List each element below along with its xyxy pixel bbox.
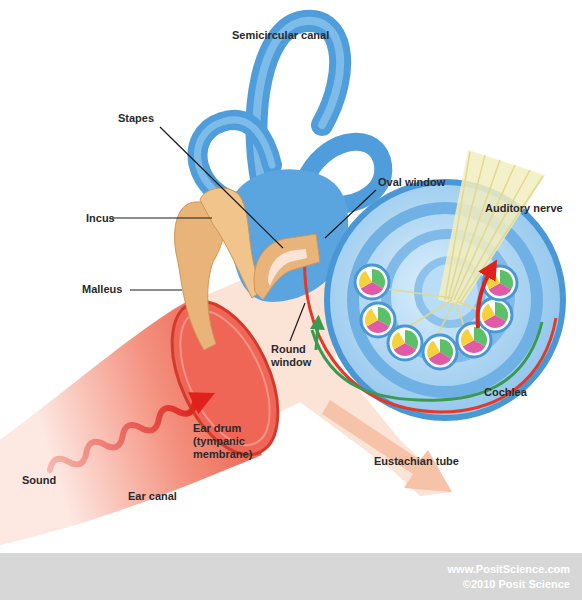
nerve-fibre	[448, 155, 485, 300]
leader-line	[325, 190, 376, 238]
nerve-fibre	[457, 170, 530, 302]
part-label: Auditory nerve	[485, 202, 563, 215]
cross-section	[388, 326, 422, 360]
stapes	[254, 234, 320, 300]
footer-band: www.PositScience.com©2010 Posit Science	[0, 553, 582, 600]
part-label: Stapes	[118, 112, 154, 125]
stapes-opening	[268, 249, 307, 286]
part-label: Incus	[86, 212, 115, 225]
part-label: Oval window	[378, 176, 445, 189]
cross-section	[423, 335, 457, 369]
part-label: Eustachian tube	[374, 455, 459, 468]
part-label: Semicircular canal	[232, 29, 329, 42]
red-arrow	[478, 268, 492, 328]
leader-lines	[112, 127, 376, 341]
footer-text: www.PositScience.com	[0, 562, 570, 577]
part-label: Sound	[22, 474, 56, 487]
part-label: Round window	[271, 343, 323, 369]
leader-line	[290, 303, 305, 341]
auditory-nerve	[438, 150, 545, 305]
ear-drum	[150, 285, 299, 471]
leader-line	[112, 217, 212, 218]
part-label: Ear canal	[128, 490, 177, 503]
cross-section	[478, 298, 512, 332]
nerve-fibre	[380, 288, 452, 298]
ear-drum-rim	[162, 298, 288, 459]
part-label: Cochlea	[484, 386, 527, 399]
leader-line	[160, 127, 283, 248]
part-label: Ear drum (tympanic membrane)	[193, 422, 267, 461]
nerve-fibre	[460, 176, 543, 303]
fluid-path-red	[305, 250, 556, 412]
fluid-path-green	[312, 322, 542, 400]
leader-line	[130, 289, 182, 290]
incus	[200, 188, 262, 298]
sound-arrowhead	[188, 382, 220, 414]
cross-section	[361, 303, 395, 337]
part-label: Malleus	[82, 283, 122, 296]
footer-text: ©2010 Posit Science	[0, 577, 570, 592]
sound-wave-line	[47, 396, 198, 476]
green-arrow	[316, 322, 318, 350]
cross-section	[355, 265, 389, 299]
